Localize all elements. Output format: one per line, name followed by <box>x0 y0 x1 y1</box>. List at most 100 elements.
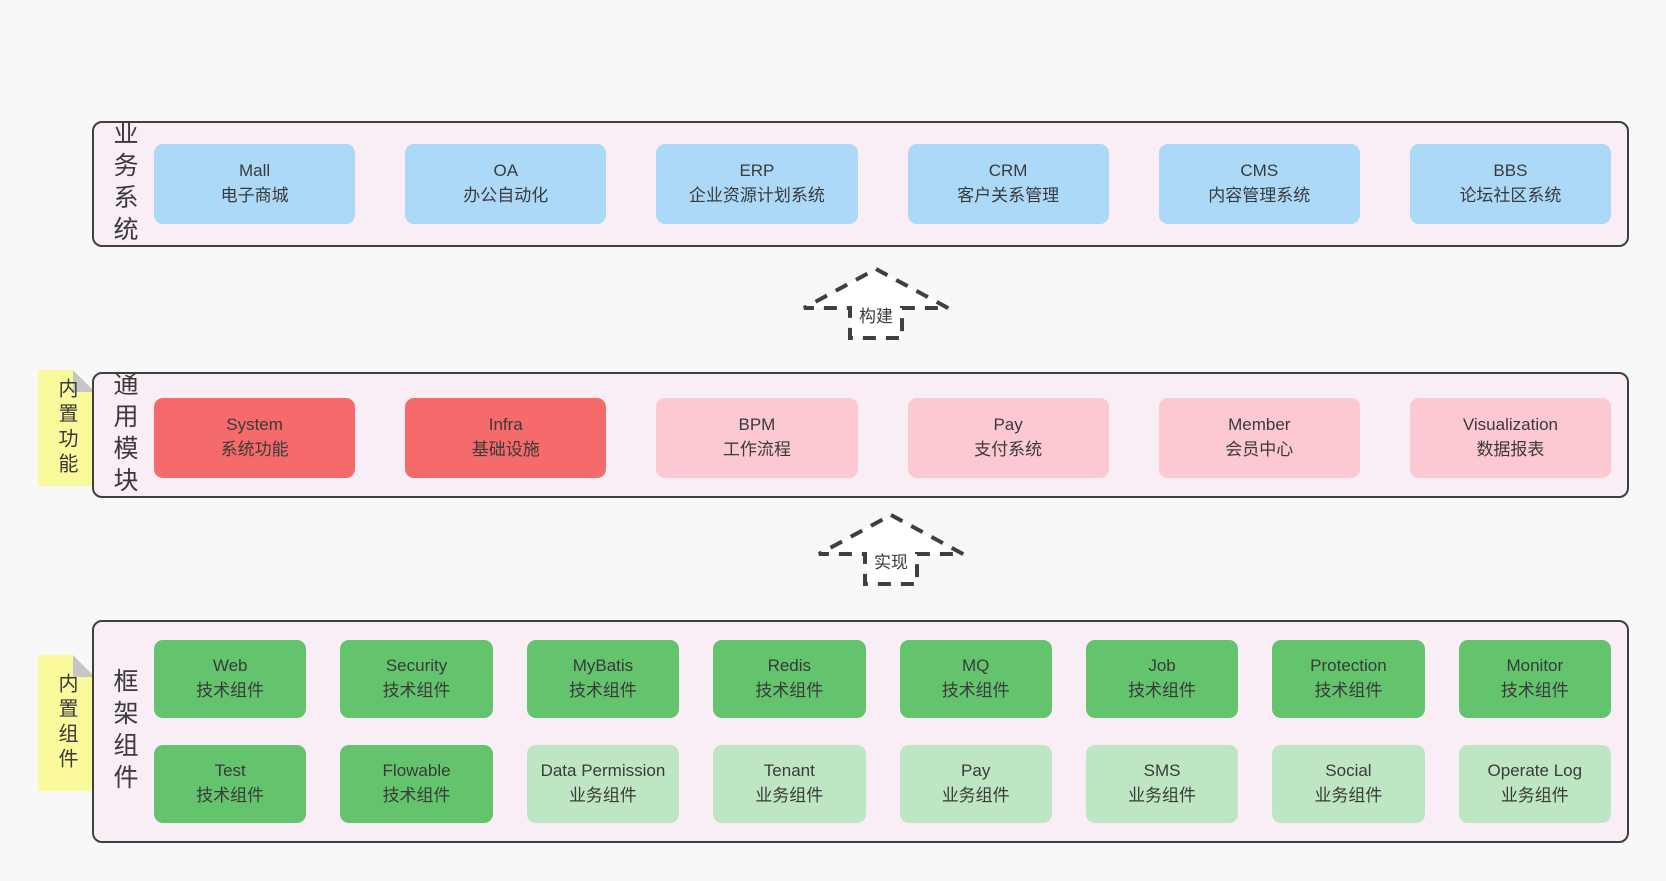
box-sms: SMS 业务组件 <box>1085 745 1239 823</box>
panel-common-modules: 通用模块 System 系统功能 Infra 基础设施 BPM 工作流程 Pay 支付系统 Me… <box>92 371 1629 499</box>
box-title: Flowable <box>382 761 451 781</box>
box-member: Member 会员中心 <box>1158 398 1360 478</box>
box-redis: Redis 技术组件 <box>713 640 866 718</box>
box-subtitle: 技术组件 <box>941 681 1010 700</box>
box-flowable: Flowable 技术组件 <box>340 745 493 823</box>
arrow-implement-label: 实现 <box>871 552 911 573</box>
box-title: Operate Log <box>1487 761 1583 781</box>
box-security: Security 技术组件 <box>340 640 493 718</box>
up-arrow-icon <box>803 266 949 340</box>
box-title: CMS <box>1240 161 1279 181</box>
box-subtitle: 电子商城 <box>220 186 289 205</box>
box-title: Visualization <box>1462 415 1559 435</box>
box-subtitle: 技术组件 <box>382 681 451 700</box>
box-subtitle: 论坛社区系统 <box>1459 186 1562 205</box>
box-cms: CMS 内容管理系统 <box>1158 144 1360 224</box>
box-subtitle: 办公自动化 <box>463 186 549 205</box>
box-subtitle: 技术组件 <box>382 786 451 805</box>
box-title: SMS <box>1143 761 1181 781</box>
box-title: BBS <box>1493 161 1528 181</box>
sticky-note-built-in-features: 内置功能 <box>38 370 95 486</box>
box-subtitle: 客户关系管理 <box>957 186 1060 205</box>
box-title: Pay <box>961 761 991 781</box>
box-title: Job <box>1148 656 1176 676</box>
box-title: Tenant <box>763 761 815 781</box>
box-visualization: Visualization 数据报表 <box>1409 398 1612 478</box>
box-subtitle: 工作流程 <box>722 440 791 459</box>
box-title: ERP <box>739 161 775 181</box>
box-bpm: BPM 工作流程 <box>656 398 858 478</box>
box-subtitle: 技术组件 <box>755 681 824 700</box>
box-title: CRM <box>988 161 1028 181</box>
box-title: MyBatis <box>572 656 634 676</box>
box-monitor: Monitor 技术组件 <box>1458 640 1611 718</box>
sticky-note-label: 内置组件 <box>55 673 77 773</box>
box-subtitle: 系统功能 <box>220 440 289 459</box>
box-subtitle: 业务组件 <box>755 786 824 805</box>
box-bbs: BBS 论坛社区系统 <box>1409 144 1612 224</box>
box-subtitle: 数据报表 <box>1476 440 1545 459</box>
box-subtitle: 业务组件 <box>1314 786 1383 805</box>
sticky-note-label: 内置功能 <box>55 378 77 478</box>
box-subtitle: 技术组件 <box>1128 681 1197 700</box>
box-pay: Pay 支付系统 <box>907 398 1109 478</box>
box-subtitle: 业务组件 <box>568 786 637 805</box>
box-title: Data Permission <box>540 761 666 781</box>
panel-row: System 系统功能 Infra 基础设施 BPM 工作流程 Pay 支付系统 Member 会… <box>154 398 1612 478</box>
box-subtitle: 业务组件 <box>1500 786 1569 805</box>
box-subtitle: 基础设施 <box>471 440 540 459</box>
box-data-permission: Data Permission 业务组件 <box>526 745 680 823</box>
box-infra: Infra 基础设施 <box>405 398 607 478</box>
box-title: Pay <box>993 415 1023 435</box>
arrow-implement: 实现 <box>811 512 971 587</box>
box-erp: ERP 企业资源计划系统 <box>656 144 858 224</box>
box-crm: CRM 客户关系管理 <box>907 144 1109 224</box>
box-pay: Pay 业务组件 <box>899 745 1052 823</box>
box-tenant: Tenant 业务组件 <box>713 745 866 823</box>
box-subtitle: 内容管理系统 <box>1208 186 1311 205</box>
sticky-note-built-in-components: 内置组件 <box>38 655 95 791</box>
arrow-build: 构建 <box>796 266 956 341</box>
box-title: Mall <box>239 161 271 181</box>
box-operate-log: Operate Log 业务组件 <box>1458 745 1611 823</box>
box-mq: MQ 技术组件 <box>899 640 1052 718</box>
box-title: Infra <box>488 415 523 435</box>
arrow-build-label: 构建 <box>856 306 896 327</box>
box-system: System 系统功能 <box>154 398 356 478</box>
box-subtitle: 业务组件 <box>941 786 1010 805</box>
panel-label-framework-components: 框架组件 <box>110 667 138 796</box>
box-title: Security <box>385 656 448 676</box>
box-title: Protection <box>1310 656 1387 676</box>
box-title: MQ <box>961 656 990 676</box>
box-mall: Mall 电子商城 <box>154 144 356 224</box>
box-subtitle: 支付系统 <box>974 440 1043 459</box>
box-subtitle: 企业资源计划系统 <box>688 186 825 205</box>
box-subtitle: 技术组件 <box>1314 681 1383 700</box>
box-subtitle: 业务组件 <box>1128 786 1197 805</box>
box-protection: Protection 技术组件 <box>1272 640 1425 718</box>
box-title: BPM <box>738 415 776 435</box>
panel-rows: System 系统功能 Infra 基础设施 BPM 工作流程 Pay 支付系统 Member 会… <box>154 398 1612 478</box>
box-subtitle: 技术组件 <box>1500 681 1569 700</box>
box-title: Member <box>1228 415 1291 435</box>
box-title: System <box>226 415 283 435</box>
up-arrow-icon <box>818 512 964 586</box>
box-subtitle: 会员中心 <box>1225 440 1294 459</box>
box-title: Web <box>212 656 248 676</box>
box-title: Monitor <box>1506 656 1564 676</box>
box-job: Job 技术组件 <box>1085 640 1239 718</box>
panel-label-common-modules: 通用模块 <box>110 371 138 499</box>
box-title: Redis <box>767 656 812 676</box>
box-subtitle: 技术组件 <box>196 786 265 805</box>
